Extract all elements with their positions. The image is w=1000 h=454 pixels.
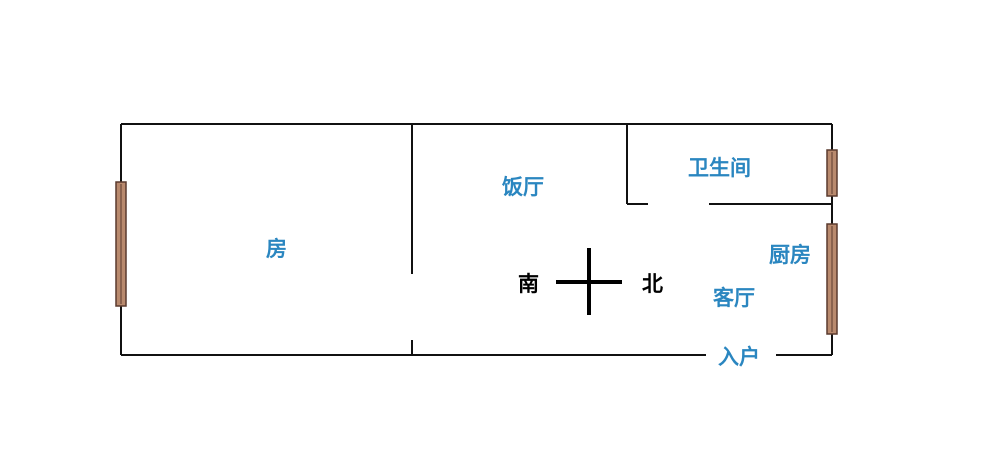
interior-walls: [411, 124, 832, 355]
room-label-entrance: 入户: [718, 345, 760, 369]
room-label-bathroom: 卫生间: [688, 156, 751, 180]
compass-cross: [556, 248, 622, 315]
room-label-kitchen: 厨房: [769, 243, 811, 267]
windows: [115, 149, 838, 335]
compass-north-label: 北: [642, 272, 663, 296]
compass-south-label: 南: [518, 272, 539, 296]
room-label-bedroom: 房: [266, 237, 287, 261]
room-label-dining: 饭厅: [501, 175, 544, 199]
room-label-living: 客厅: [713, 286, 755, 310]
